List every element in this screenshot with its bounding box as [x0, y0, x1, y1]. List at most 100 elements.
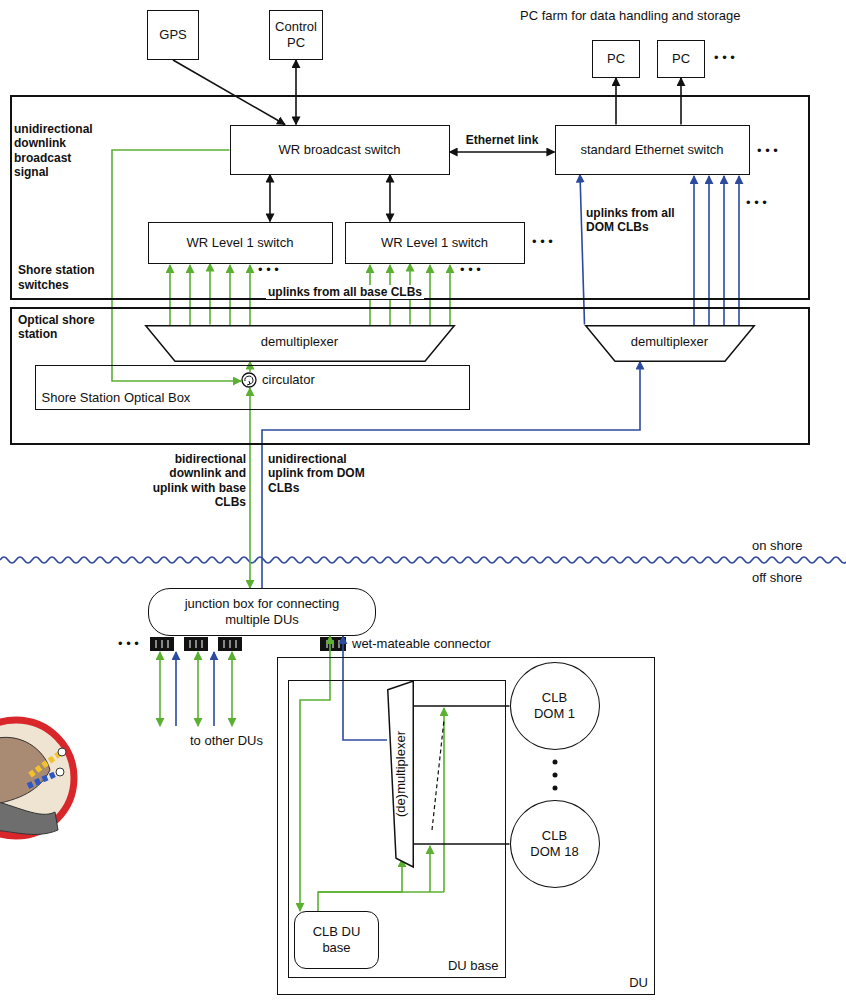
group-frame: DU base (de)multiplexerCLB DU base [288, 680, 506, 978]
text-holder: WR broadcast switch [231, 126, 449, 174]
node-label: WR broadcast switch [278, 142, 400, 158]
node-label: Optical shore station [18, 313, 104, 342]
dom-circle: CLB DOM 1 [510, 662, 600, 750]
text-holder: demultiplexer [145, 325, 455, 359]
connector-stripes [156, 640, 339, 648]
annotation-label: uplinks from all base CLBs [266, 285, 424, 299]
text-holder: DU [629, 975, 648, 991]
label-holder: • • • [532, 234, 572, 250]
label-holder: off shore [752, 570, 832, 586]
node-label: PC [672, 51, 690, 67]
text-block: demultiplexer [631, 334, 708, 350]
text-block: WR Level 1 switch [187, 235, 294, 251]
text-holder: CLB DU base [295, 912, 378, 968]
text-holder: Shore station switches [18, 263, 104, 292]
text-holder: Optical shore station [18, 313, 104, 342]
process-box: WR Level 1 switch [345, 222, 525, 264]
label-holder: • • • [714, 50, 754, 66]
demultiplexer-shape: demultiplexer [145, 325, 455, 362]
connector [680, 78, 682, 125]
text-block: PC [607, 51, 625, 67]
text-holder: demultiplexer [585, 325, 755, 359]
process-box: WR broadcast switch [230, 125, 450, 175]
text-holder: PC [658, 41, 704, 77]
node-label: PC [607, 51, 625, 67]
node-label: Shore Station Optical Box [42, 390, 191, 406]
node-label: Shore station switches [18, 263, 104, 292]
group-frame: Optical shore station demultiplexer demult… [10, 307, 810, 445]
node-label: DU base [448, 958, 499, 974]
text-block: Shore station switches [18, 263, 104, 292]
text-block: Shore Station Optical Box [42, 390, 191, 406]
annotation-label: unidirectional downlink broadcast signal [14, 122, 93, 179]
text-holder: Control PC [270, 11, 322, 59]
ellipsis-mark: • • • [746, 195, 767, 210]
process-box: PC [592, 40, 640, 78]
label-holder: on shore [752, 538, 832, 554]
process-box: PC [657, 40, 705, 78]
ellipsis-mark: • • • [714, 50, 735, 65]
annotation-label: to other DUs [190, 733, 263, 748]
ellipsis-mark: • • • [532, 234, 553, 249]
process-box: WR Level 1 switch [148, 222, 333, 264]
label-holder: PC farm for data handling and storage [520, 8, 840, 24]
other-du-links [160, 652, 232, 726]
dom-ellipsis-dots [553, 760, 558, 791]
connector [414, 843, 510, 845]
connector [209, 264, 211, 325]
text-holder: circulator [262, 372, 315, 388]
text-holder: GPS [148, 11, 198, 59]
label-holder: • • • [746, 195, 786, 211]
connector [615, 78, 617, 125]
circulator-arrow [245, 376, 253, 385]
group-frame: Shore station switches WR broadcast switc… [10, 95, 810, 300]
trapezoid-outline [145, 325, 454, 361]
label-holder: • • • [258, 262, 298, 278]
text-block: WR Level 1 switch [381, 235, 488, 251]
connector [262, 362, 640, 589]
process-box: GPS [147, 10, 199, 60]
connector [300, 636, 330, 911]
text-holder: junction box for connecting multiple DUs [149, 589, 375, 635]
label-holder: • • • [460, 262, 500, 278]
node-label: GPS [159, 27, 186, 43]
text-block: CLB DU base [307, 924, 367, 955]
annotation-label: unidirectional uplink from DOM CLBs [268, 452, 365, 495]
text-holder: CLB DOM 18 [511, 801, 599, 887]
text-block: junction box for connecting multiple DUs [162, 596, 362, 627]
dom-circle: CLB DOM 18 [510, 800, 600, 888]
connector [414, 705, 510, 707]
text-block: GPS [159, 27, 186, 43]
text-block: Control PC [274, 19, 318, 50]
text-block: CLB DOM 18 [527, 828, 583, 859]
text-block: circulator [262, 372, 315, 388]
label-holder: bidirectional downlink and uplink with b… [150, 452, 246, 510]
connector [269, 175, 271, 222]
node-label: junction box for connecting multiple DUs [162, 596, 362, 627]
rounded-box: junction box for connecting multiple DUs [148, 588, 376, 636]
label-holder: unidirectional downlink broadcast signal [14, 122, 106, 180]
node-label: CLB DU base [307, 924, 367, 955]
node-label: (de)multiplexer [393, 731, 409, 817]
text-block: standard Ethernet switch [580, 142, 723, 158]
label-holder: wet-mateable connector [352, 636, 522, 652]
connector [318, 859, 402, 911]
text-holder: WR Level 1 switch [346, 223, 524, 263]
text-block: CLB DOM 1 [527, 690, 583, 721]
text-block: (de)multiplexer [393, 731, 409, 817]
text-block: DU [629, 975, 648, 991]
group-frame: Shore Station Optical Box circulator [35, 365, 470, 410]
wet-mateable-connectors [150, 637, 346, 651]
annotation-label: PC farm for data handling and storage [520, 8, 740, 23]
edge-label-holder: Ethernet link [442, 133, 562, 147]
group-frame: DU DU base (de)multiplexerCLB DU base CLB D… [277, 657, 655, 995]
process-box: standard Ethernet switch [555, 125, 750, 175]
ellipsis-mark: • • • [757, 143, 778, 158]
node-label: standard Ethernet switch [580, 142, 723, 158]
connector [343, 636, 387, 740]
demultiplexer-shape: demultiplexer [585, 325, 755, 362]
node-label: DU [629, 975, 648, 991]
label-holder: uplinks from all base CLBs [262, 285, 428, 299]
ellipsis-mark: • • • [118, 636, 139, 651]
